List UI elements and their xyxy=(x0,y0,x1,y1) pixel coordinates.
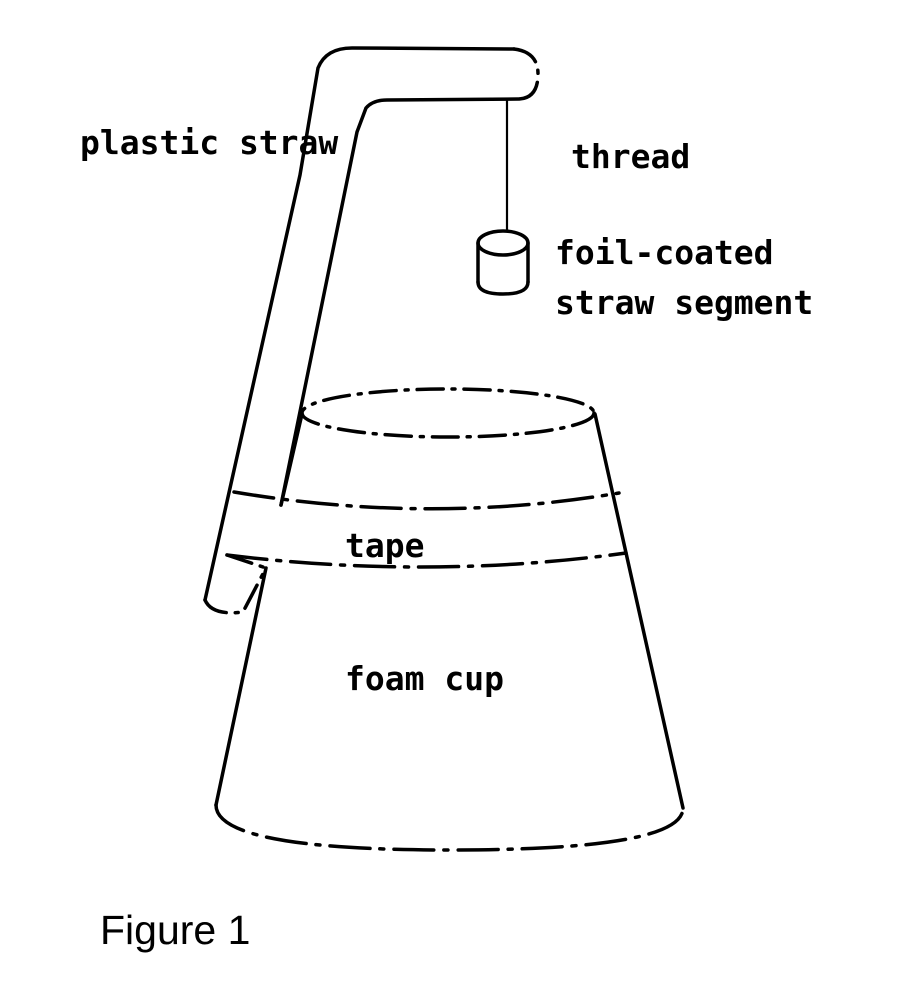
cup-right-side xyxy=(593,412,685,810)
plastic-straw xyxy=(203,46,540,615)
cup-bottom xyxy=(214,803,685,852)
straw-inner-edge xyxy=(279,97,521,507)
tape-band xyxy=(225,490,628,569)
straw-outer-edge xyxy=(203,46,516,602)
straw-end-cap xyxy=(512,47,540,101)
label-plastic-straw: plastic straw xyxy=(80,123,338,162)
label-foam-cup: foam cup xyxy=(345,659,504,698)
figure-caption: Figure 1 xyxy=(100,907,250,953)
label-tape: tape xyxy=(345,526,424,565)
label-foil-coated: foil-coated xyxy=(555,233,774,272)
label-thread: thread xyxy=(571,137,690,176)
segment-top xyxy=(476,229,530,257)
tape-bottom-edge xyxy=(225,551,628,569)
foil-coated-segment xyxy=(476,229,530,296)
cup-left-side-lower xyxy=(214,566,268,807)
foam-cup xyxy=(214,387,685,852)
label-straw-segment: straw segment xyxy=(555,283,813,322)
segment-bottom xyxy=(476,280,530,296)
cup-rim xyxy=(300,387,596,439)
straw-bottom-end xyxy=(203,566,268,615)
straw-under-tape xyxy=(225,553,268,570)
tape-top-edge xyxy=(232,490,621,511)
